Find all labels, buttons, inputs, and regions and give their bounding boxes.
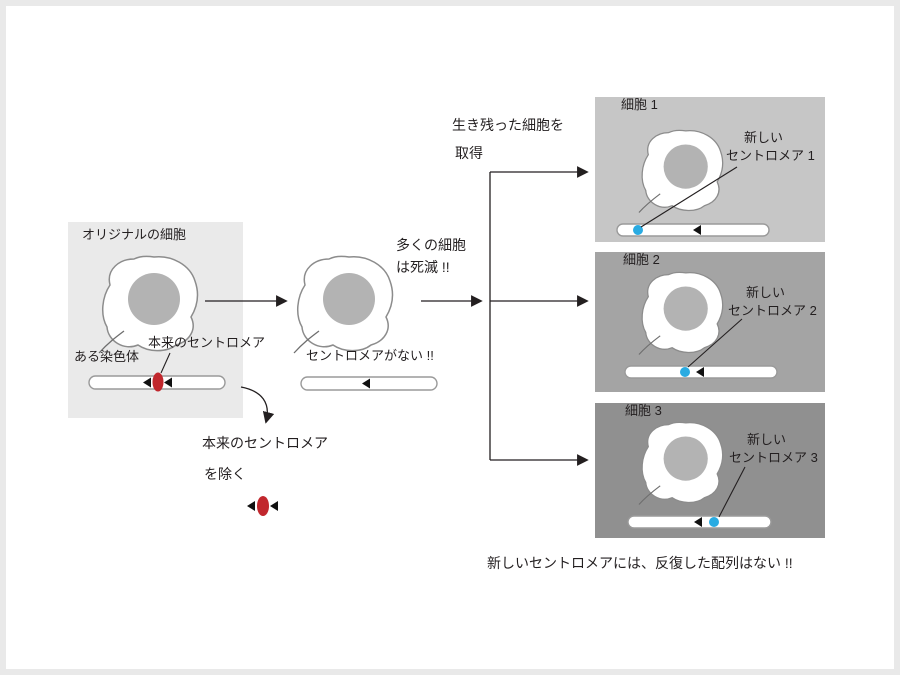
cell2-illustration — [638, 271, 724, 356]
cell2-new-centromere-label-line1: 新しい — [746, 285, 786, 300]
remove-centromere-arrow — [240, 386, 275, 424]
removed-centromere — [257, 496, 269, 516]
repeat-marker-icon — [143, 377, 151, 388]
cell1-title: 細胞 1 — [621, 97, 658, 112]
remove-centromere-label-line1: 本来のセントロメア — [202, 435, 328, 451]
cell-death-label-line2: は死滅 !! — [396, 259, 450, 275]
cell3-new-centromere-label-line1: 新しい — [747, 432, 787, 447]
original-centromere — [152, 372, 164, 392]
cell1-centromere-pointer-line — [640, 166, 738, 228]
repeat-marker-icon — [270, 501, 278, 511]
repeat-marker-icon — [362, 378, 370, 389]
chromosome-label: ある染色体 — [74, 349, 140, 364]
cell2-centromere-pointer-line — [687, 318, 743, 368]
no-centromere-label: セントロメアがない !! — [306, 348, 434, 363]
cell1-new-centromere — [633, 225, 643, 235]
cell2-new-centromere — [680, 367, 690, 377]
cell-death-label-line1: 多くの細胞 — [396, 237, 466, 253]
cell2-new-centromere-label-line2: セントロメア 2 — [728, 303, 817, 318]
original-centromere-label: 本来のセントロメア — [148, 335, 266, 350]
cell1-new-centromere-label-line1: 新しい — [744, 130, 784, 145]
cell3-new-centromere-label-line2: セントロメア 3 — [729, 450, 818, 465]
cell1-new-centromere-label-line2: セントロメア 1 — [726, 148, 815, 163]
remove-centromere-label-line2: を除く — [204, 466, 246, 482]
surviving-cells-label-line1: 生き残った細胞を — [452, 117, 564, 133]
cell3-centromere-pointer-line — [718, 466, 746, 518]
cell3-new-centromere — [709, 517, 719, 527]
surviving-cells-label-line2: 取得 — [455, 145, 483, 161]
cell3-illustration — [638, 421, 724, 506]
repeat-marker-icon — [247, 501, 255, 511]
footnote-label: 新しいセントロメアには、反復した配列はない !! — [487, 555, 793, 571]
cell2-title: 細胞 2 — [623, 252, 660, 267]
cell3-title: 細胞 3 — [625, 403, 662, 418]
repeat-marker-icon — [696, 367, 704, 377]
repeat-marker-icon — [164, 377, 172, 388]
cell1-illustration — [638, 129, 724, 214]
original-cell-title: オリジナルの細胞 — [82, 227, 187, 242]
repeat-marker-icon — [694, 517, 702, 527]
repeat-marker-icon — [693, 225, 701, 235]
original-centromere-pointer-line — [160, 352, 171, 374]
no-centromere-cell-illustration — [293, 255, 394, 354]
